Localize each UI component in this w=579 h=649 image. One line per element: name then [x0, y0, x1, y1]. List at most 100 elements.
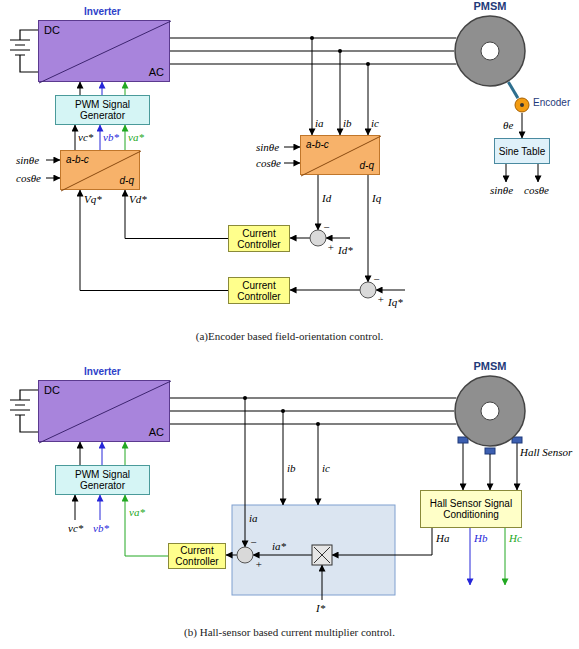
signal-connector [522, 113, 523, 138]
figure-caption: (a)Encoder based field-orientation contr… [0, 330, 579, 342]
connector-label: va* [128, 506, 146, 518]
node-text: a-b-c [306, 139, 329, 150]
node-text: d-q [120, 175, 134, 186]
signal-wire [290, 290, 360, 291]
signal-label: vc* [78, 131, 93, 143]
diagonal-divider [39, 21, 171, 83]
conditioning-box: Hall Sensor Signal Conditioning [420, 490, 522, 528]
signal-label: ic [371, 117, 379, 129]
signal-label: cosθe [524, 184, 549, 196]
signal-wire [125, 442, 126, 465]
signal-wire [46, 38, 538, 600]
motor-outline [455, 376, 525, 446]
signal-connector [100, 125, 101, 150]
multiplier-symbol [312, 545, 332, 565]
signal-wire [368, 64, 369, 135]
signal-connector [490, 454, 491, 490]
node-text: Sine Table [499, 146, 546, 157]
block-heading: Inverter [84, 6, 121, 17]
node-text: Encoder [533, 97, 570, 108]
inverter-box: InverterDCAC [38, 380, 170, 442]
node-text: DC [44, 384, 60, 396]
signal-connector [102, 442, 103, 465]
signal-label: − [373, 273, 380, 285]
node-text: PWM Signal Generator [58, 469, 147, 491]
signal-label: + [327, 241, 334, 253]
multiplier-symbol [314, 547, 330, 563]
signal-wire [245, 398, 246, 547]
signal-label: Ha [436, 532, 449, 544]
signal-wire [470, 528, 471, 585]
signal-connector [102, 82, 103, 95]
junction-dot [310, 36, 314, 40]
signal-label: − [250, 536, 257, 548]
motor-circle: PMSM [454, 375, 526, 447]
motor-shaft [481, 402, 499, 420]
signal-wire [318, 424, 319, 505]
signal-wire [46, 160, 60, 161]
junction-dot [243, 396, 247, 400]
signal-wire [75, 495, 76, 520]
signal-label: Hc [509, 532, 522, 544]
pwm-generator-box: PWM Signal Generator [55, 465, 150, 495]
node-text: Hall Sensor Signal Conditioning [423, 498, 519, 520]
signal-connector [125, 190, 228, 239]
signal-wire [46, 178, 60, 179]
signal-wire [322, 565, 323, 600]
signal-label: Hall Sensor [520, 446, 572, 458]
signal-wire [376, 290, 405, 291]
signal-wire [80, 442, 81, 465]
motor-shaft [481, 42, 499, 60]
signal-wire [326, 238, 350, 239]
signal-wire [80, 82, 81, 95]
summing-junction [237, 547, 253, 563]
signal-wire [538, 164, 539, 182]
diagonal-divider [39, 381, 171, 443]
signal-wire [312, 38, 313, 135]
transform-box: a-b-c d-q [60, 150, 140, 190]
pwm-generator-box: PWM Signal Generator [55, 95, 150, 125]
signal-wire [290, 238, 310, 239]
signal-wire [284, 163, 300, 164]
encoder-shaft [508, 82, 518, 98]
transform-box: a-b-c d-q [300, 135, 380, 175]
multiplier-symbol [312, 545, 332, 565]
node-text: Current Controller [171, 545, 223, 567]
phase-wire [170, 38, 456, 424]
block-heading: Inverter [84, 366, 121, 377]
signal-label: ia [315, 117, 324, 129]
signal-label: I* [316, 602, 325, 614]
figure-caption: (b) Hall-sensor based current multiplier… [0, 626, 579, 638]
signal-wire [368, 175, 369, 282]
battery-symbol [10, 30, 38, 432]
junction-dot [366, 62, 370, 66]
signal-label: − [323, 221, 330, 233]
signal-wire [506, 164, 507, 182]
signal-label: va* [128, 131, 144, 143]
motor-label: PMSM [454, 360, 526, 372]
signal-connector [170, 410, 454, 411]
phase-wire [170, 398, 456, 424]
node-text: Current Controller [231, 228, 287, 250]
signal-label: ia* [272, 540, 286, 552]
signal-wire [517, 443, 518, 490]
signal-wire [253, 555, 312, 556]
encoder-hub [520, 103, 524, 107]
signal-label: vb* [103, 131, 119, 143]
signal-wire [100, 495, 101, 520]
junction-dot [316, 422, 320, 426]
signal-wire [125, 82, 126, 95]
node-text: a-b-c [66, 154, 89, 165]
signal-wire [463, 443, 464, 490]
controller-box: Current Controller [228, 277, 290, 304]
controller-box: Current Controller [228, 225, 290, 252]
signal-label: vc* [68, 522, 83, 534]
node-text: AC [149, 66, 164, 78]
node-text: Current Controller [231, 280, 287, 302]
motor-outline [454, 375, 526, 447]
node-text: d-q [360, 160, 374, 171]
connector-label: θe [502, 119, 514, 131]
node-text: DC [44, 24, 60, 36]
signal-wire [226, 555, 237, 556]
signal-connector [125, 495, 168, 556]
